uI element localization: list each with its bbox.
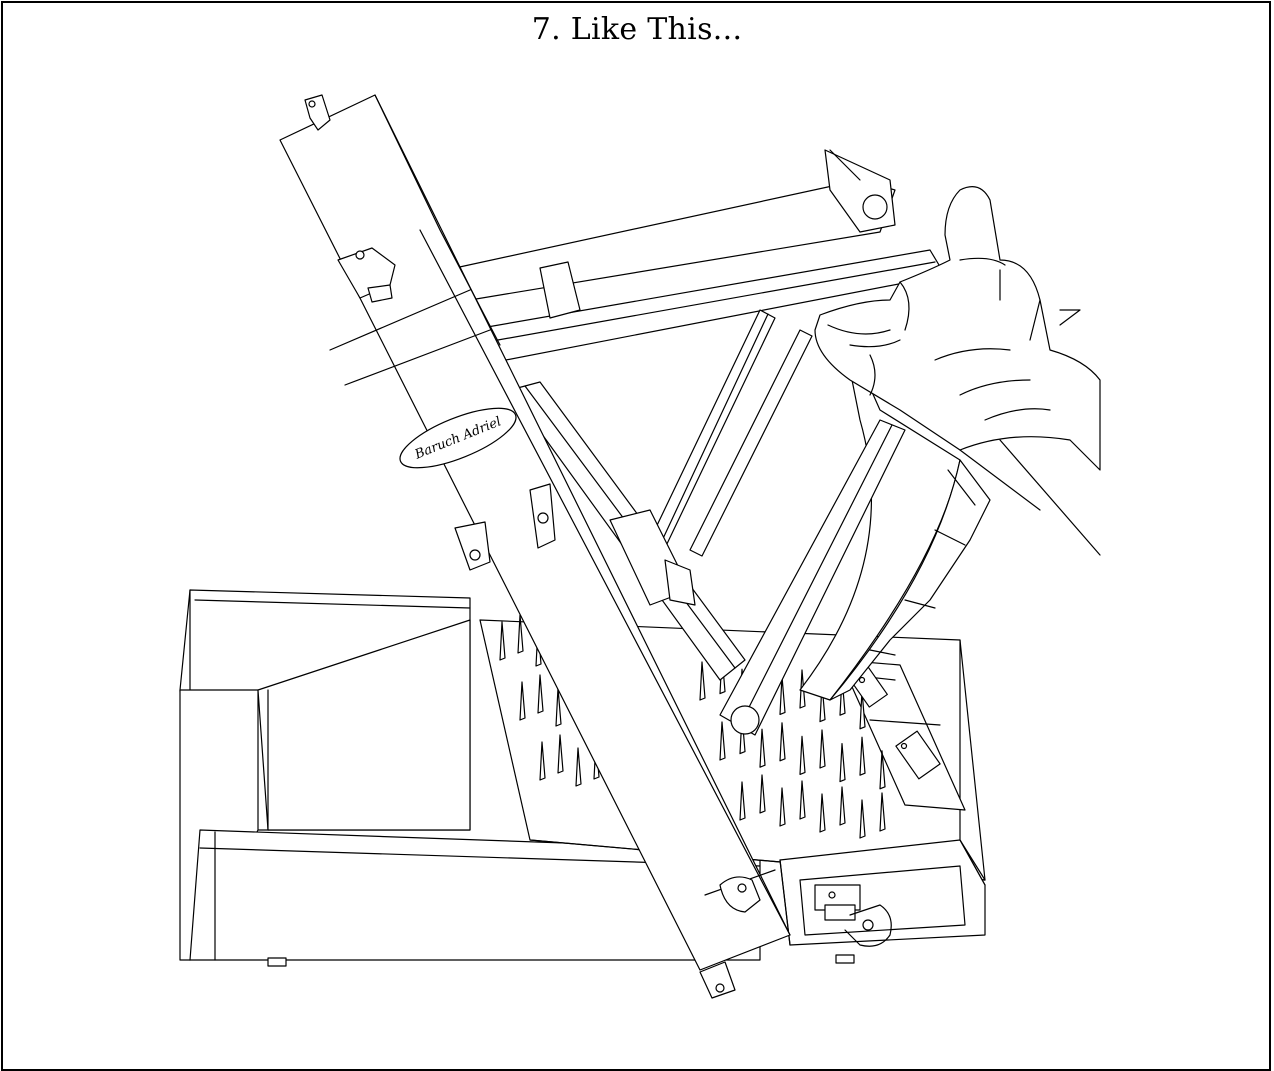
spike [880, 793, 885, 831]
spike-frame [800, 320, 990, 700]
hand-illustration [815, 187, 1100, 555]
spike [780, 676, 785, 714]
spike [760, 775, 765, 813]
spike [820, 730, 825, 768]
struts [510, 310, 812, 680]
base-tray [180, 590, 854, 966]
spike [556, 688, 561, 726]
top-frame [455, 150, 945, 365]
spike [880, 751, 885, 789]
spike [860, 737, 865, 775]
spike [840, 677, 845, 715]
spike [500, 622, 505, 660]
lever-arm [720, 420, 905, 735]
spike [760, 729, 765, 767]
latch-box [780, 840, 985, 945]
spike [840, 744, 845, 782]
spike [800, 781, 805, 819]
spike [860, 800, 865, 838]
spike [860, 691, 865, 729]
spike [820, 794, 825, 832]
spike [520, 682, 525, 720]
spike [576, 748, 581, 786]
main-panel [280, 95, 790, 970]
spike [780, 723, 785, 761]
spike [540, 742, 545, 780]
spike [740, 782, 745, 820]
spike [800, 736, 805, 774]
step-title: 7. Like This... [531, 12, 743, 47]
spike [720, 722, 725, 760]
spike [518, 615, 523, 653]
knob-icon [305, 95, 760, 998]
spike [538, 675, 543, 713]
spike [780, 788, 785, 826]
latch-icon [815, 885, 891, 946]
spike [820, 684, 825, 722]
spike [700, 662, 705, 700]
spike [840, 787, 845, 825]
spike [558, 735, 563, 773]
